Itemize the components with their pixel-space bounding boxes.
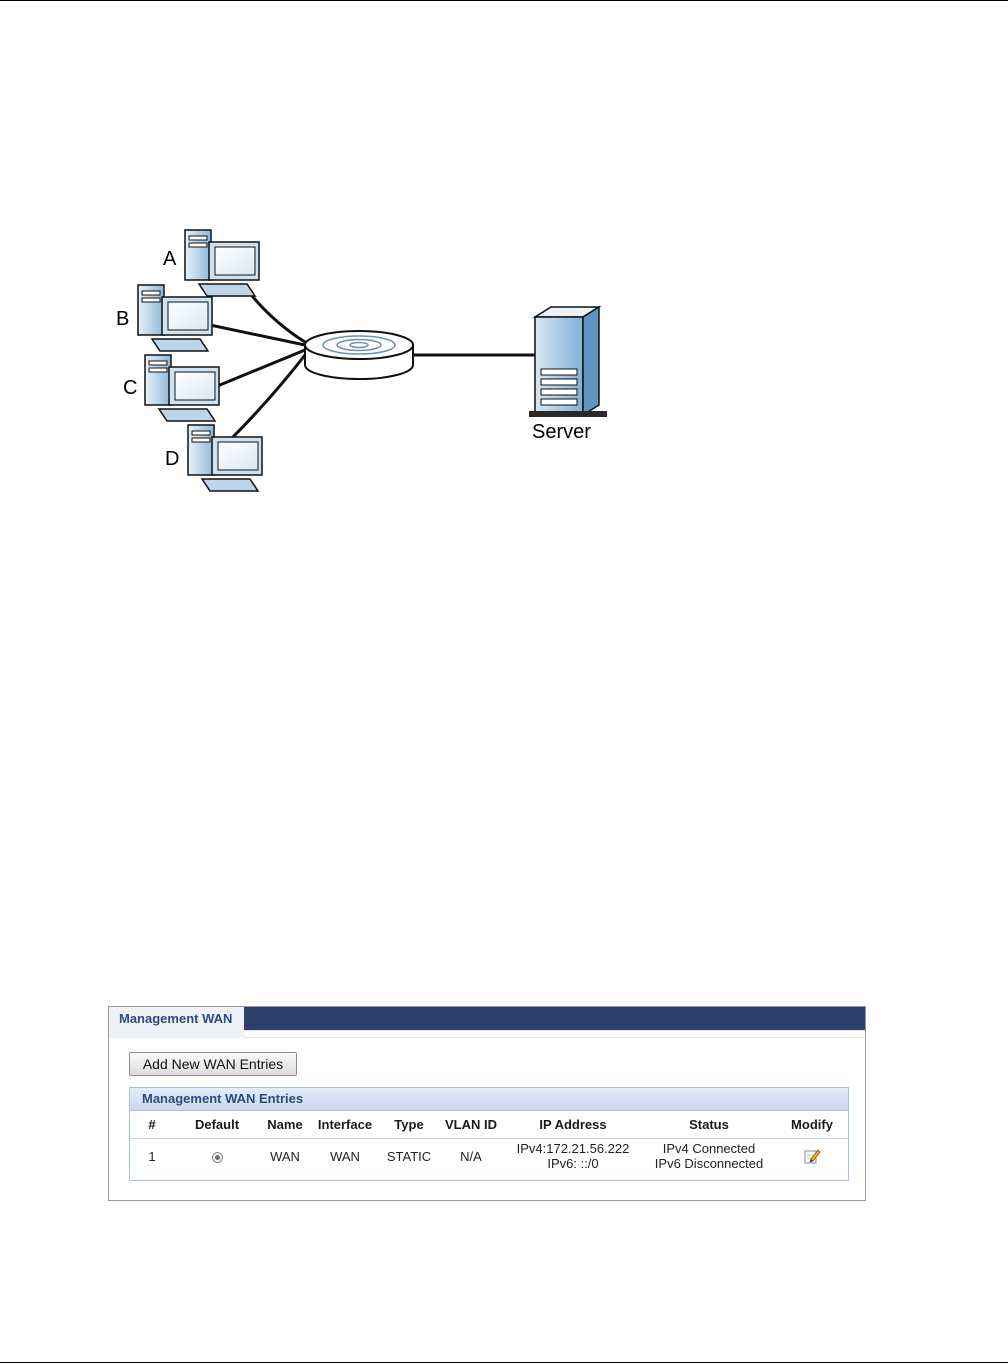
- management-wan-panel: Management WAN Add New WAN Entries Manag…: [108, 1006, 866, 1201]
- col-modify: Modify: [776, 1111, 848, 1139]
- col-type: Type: [380, 1111, 438, 1139]
- col-ip-address: IP Address: [504, 1111, 642, 1139]
- label-a: A: [163, 248, 176, 271]
- cell-name: WAN: [260, 1139, 310, 1174]
- link-b: [210, 325, 305, 345]
- computer-d: [188, 425, 262, 491]
- server: [529, 307, 607, 417]
- ip-v6: IPv6: ::/0: [504, 1156, 642, 1171]
- page-top-rule: [0, 0, 1008, 1]
- default-radio[interactable]: [212, 1152, 223, 1163]
- tab-strip: [245, 1030, 865, 1038]
- cell-type: STATIC: [380, 1139, 438, 1174]
- router: [305, 331, 413, 379]
- col-index: #: [130, 1111, 174, 1139]
- tab-management-wan[interactable]: Management WAN: [109, 1007, 245, 1030]
- col-interface: Interface: [310, 1111, 380, 1139]
- col-default: Default: [174, 1111, 260, 1139]
- status-v4: IPv4 Connected: [642, 1141, 776, 1156]
- link-c: [215, 350, 305, 387]
- status-v6: IPv6 Disconnected: [642, 1156, 776, 1171]
- cell-interface: WAN: [310, 1139, 380, 1174]
- col-status: Status: [642, 1111, 776, 1139]
- page-bottom-rule: [0, 1362, 1008, 1363]
- wan-entries-table-box: Management WAN Entries # Default Name In…: [129, 1087, 849, 1181]
- col-name: Name: [260, 1111, 310, 1139]
- cell-status: IPv4 Connected IPv6 Disconnected: [642, 1139, 776, 1174]
- label-c: C: [123, 377, 137, 400]
- computer-b: [138, 285, 212, 351]
- add-new-wan-entries-button[interactable]: Add New WAN Entries: [129, 1052, 297, 1076]
- cell-default: [174, 1139, 260, 1174]
- tab-underline: [109, 1030, 245, 1038]
- label-b: B: [116, 308, 129, 331]
- label-d: D: [165, 448, 179, 471]
- edit-icon[interactable]: [803, 1147, 821, 1165]
- ip-v4: IPv4:172.21.56.222: [504, 1141, 642, 1156]
- cell-index: 1: [130, 1139, 174, 1174]
- col-vlan-id: VLAN ID: [438, 1111, 504, 1139]
- network-diagram: A B C D Server: [100, 215, 620, 505]
- link-d: [230, 355, 305, 440]
- computer-a: [185, 230, 259, 296]
- wan-entries-table: # Default Name Interface Type VLAN ID IP…: [130, 1111, 848, 1173]
- computer-c: [145, 355, 219, 421]
- entries-title: Management WAN Entries: [130, 1088, 848, 1111]
- table-row: 1 WAN WAN STATIC N/A IPv4:172.21.56.222 …: [130, 1139, 848, 1174]
- label-server: Server: [532, 421, 591, 444]
- cell-ip-address: IPv4:172.21.56.222 IPv6: ::/0: [504, 1139, 642, 1174]
- table-header-row: # Default Name Interface Type VLAN ID IP…: [130, 1111, 848, 1139]
- cell-modify: [776, 1139, 848, 1174]
- cell-vlan-id: N/A: [438, 1139, 504, 1174]
